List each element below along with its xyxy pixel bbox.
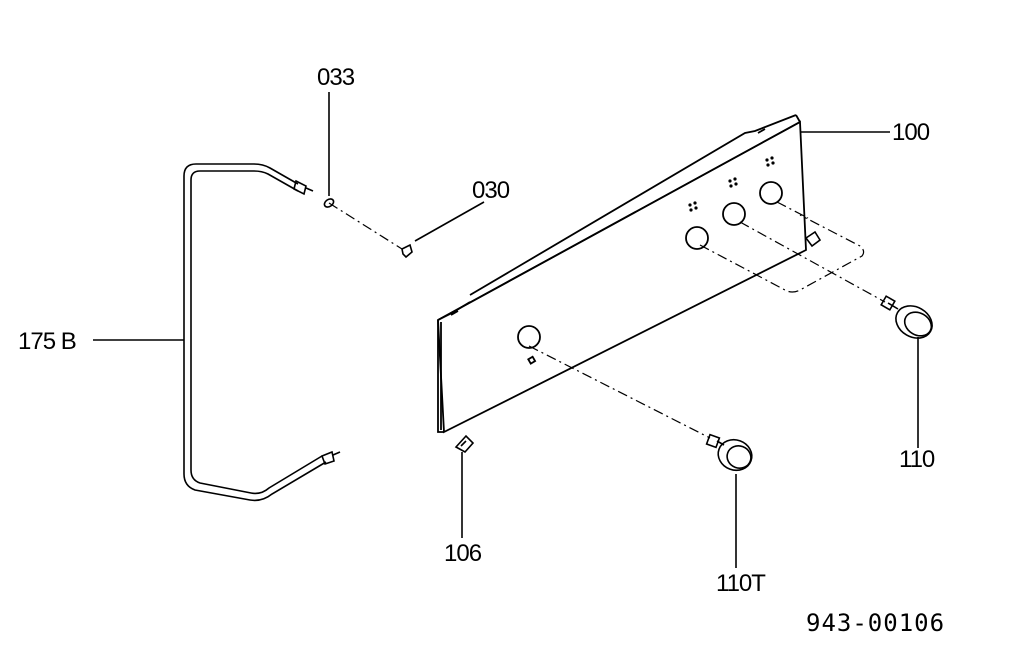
knob-part-110t <box>705 433 753 472</box>
bracket-clip <box>804 230 822 248</box>
diagram-code: 943-00106 <box>806 609 945 637</box>
callout-110t: 110T <box>716 570 766 597</box>
callout-106: 106 <box>444 540 482 567</box>
clip-part-106 <box>454 434 475 454</box>
knob-part-110 <box>880 295 933 339</box>
panel-marks <box>688 156 775 212</box>
center-lines <box>328 201 886 439</box>
washer-part-033 <box>323 198 335 208</box>
callout-033: 033 <box>317 64 355 91</box>
callout-110: 110 <box>899 446 935 473</box>
assembly-outline <box>699 214 865 293</box>
panel-part-100 <box>437 114 807 434</box>
clip-part-030 <box>401 243 413 259</box>
rod-part-175b <box>183 163 341 502</box>
callout-100: 100 <box>892 119 930 146</box>
callout-175b: 175 B <box>18 328 76 355</box>
leader-lines <box>93 92 919 568</box>
callout-030: 030 <box>472 177 510 204</box>
